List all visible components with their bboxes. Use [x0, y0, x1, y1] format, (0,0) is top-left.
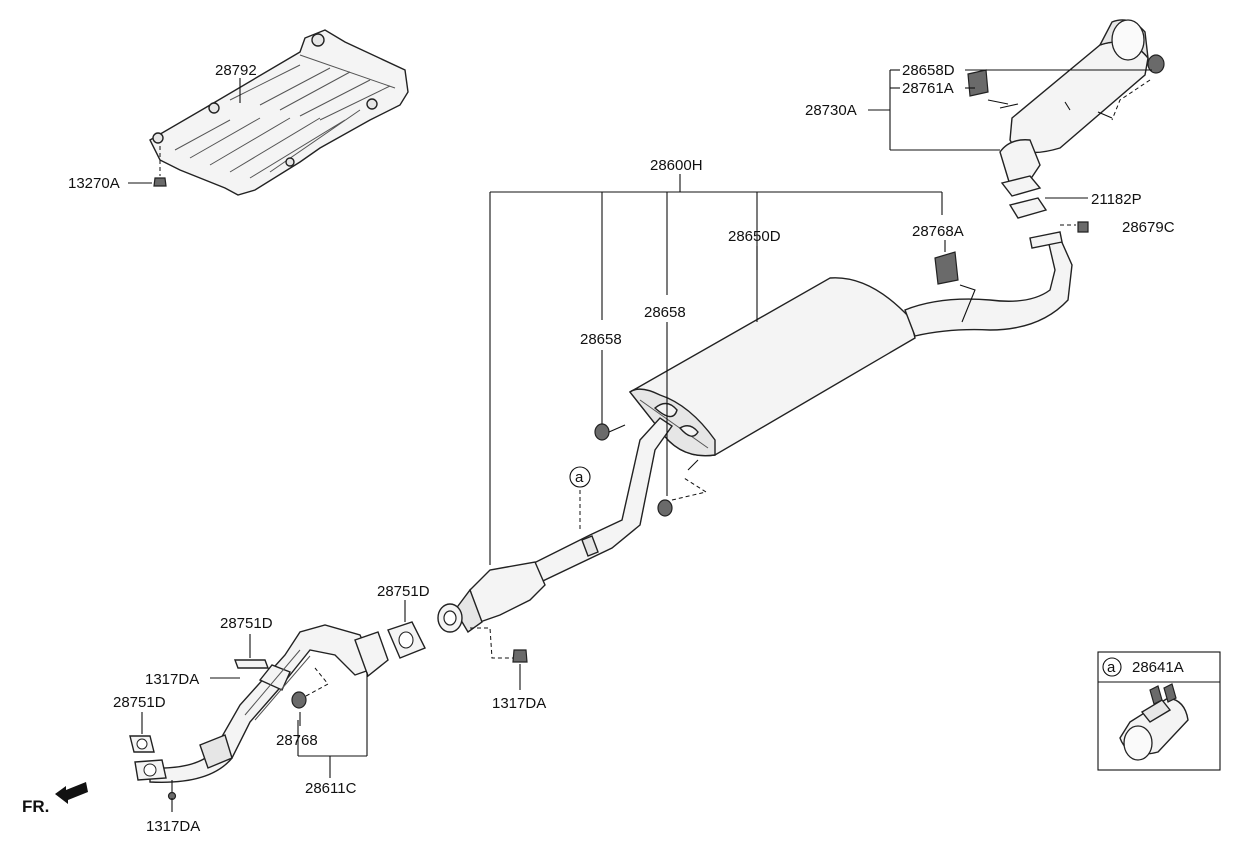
front-arrow-icon	[55, 782, 88, 804]
label-28658-a: 28658	[580, 331, 622, 348]
gasket-28751D-rear	[387, 621, 426, 659]
nut-13270A	[153, 146, 167, 187]
label-28658D: 28658D	[902, 62, 955, 79]
label-28650D: 28650D	[728, 228, 781, 245]
catalytic-converter	[437, 561, 546, 634]
inset-part-number: 28641A	[1132, 659, 1184, 676]
inset-letter: a	[1107, 659, 1116, 676]
label-28768A: 28768A	[912, 223, 964, 240]
front-pipe-28600H	[519, 417, 673, 589]
label-1317DA-bottom: 1317DA	[146, 818, 200, 835]
label-28600H: 28600H	[650, 157, 703, 174]
pipe-hangers	[594, 251, 976, 517]
label-28611C: 28611C	[305, 780, 357, 797]
callout-a-letter: a	[575, 469, 584, 486]
leader-lines	[141, 69, 1152, 812]
hanger-28768	[291, 667, 329, 709]
label-28730A: 28730A	[805, 102, 857, 119]
front-label: FR.	[22, 797, 49, 816]
rear-hangers	[967, 54, 1165, 121]
label-28679C: 28679C	[1122, 219, 1175, 236]
gasket-21182P	[1000, 175, 1048, 219]
front-pipe-28611C	[149, 624, 389, 783]
label-28751D-left: 28751D	[113, 694, 166, 711]
pipe-clamp-icon	[1119, 683, 1189, 761]
label-1317DA-left: 1317DA	[145, 671, 199, 688]
front-direction-marker: FR.	[22, 782, 88, 816]
inset-box-28641A: a 28641A	[1097, 651, 1221, 771]
rear-nut-1317DA	[470, 627, 528, 663]
callout-a: a	[569, 466, 591, 488]
label-28658-b: 28658	[644, 304, 686, 321]
tail-pipe-intermediate	[904, 231, 1073, 337]
label-28768: 28768	[276, 732, 318, 749]
label-28761A: 28761A	[902, 80, 954, 97]
label-28751D-rear: 28751D	[377, 583, 430, 600]
nut-28679C	[1060, 221, 1089, 233]
label-21182P: 21182P	[1091, 191, 1142, 208]
label-13270A: 13270A	[68, 175, 120, 192]
label-28751D-top: 28751D	[220, 615, 273, 632]
label-28792: 28792	[215, 62, 257, 79]
label-1317DA-rear: 1317DA	[492, 695, 546, 712]
rear-muffler-28730A	[999, 19, 1149, 186]
center-muffler-28650D	[628, 277, 916, 457]
heat-shield-28792	[149, 29, 409, 196]
front-pipe-gaskets	[129, 659, 270, 801]
